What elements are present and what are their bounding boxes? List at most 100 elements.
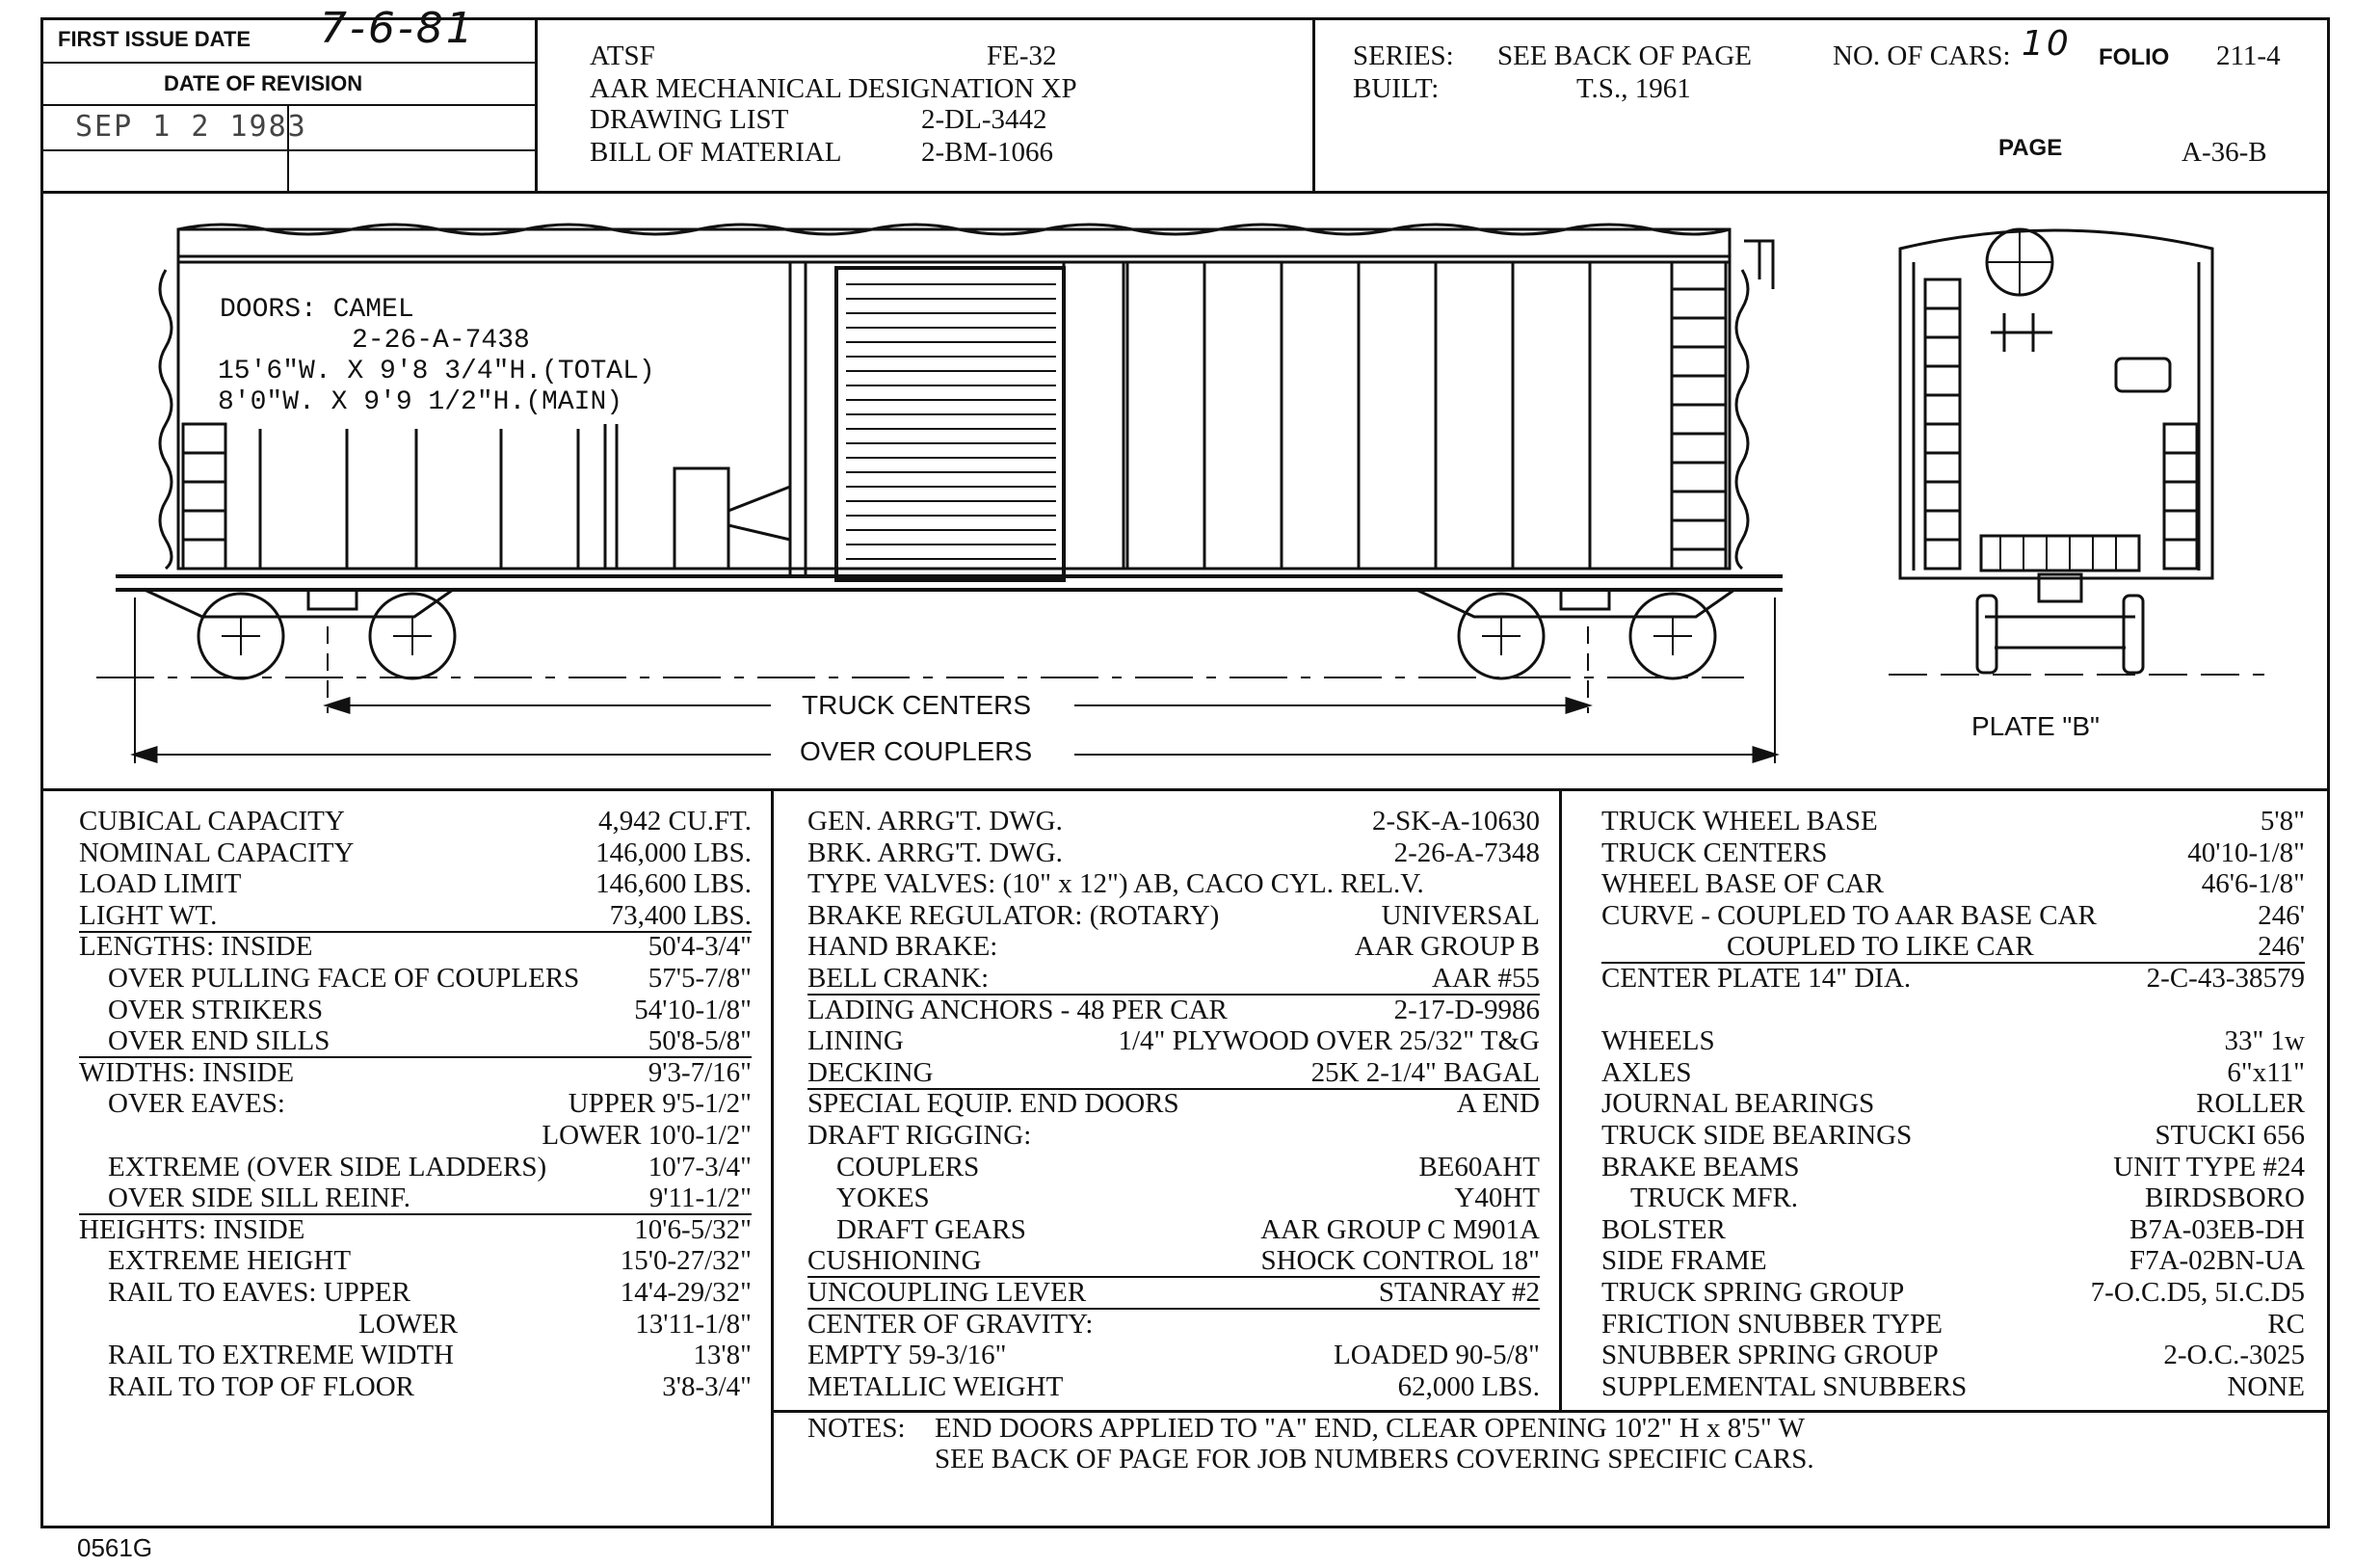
spec-value: UNIT TYPE #24 — [2113, 1151, 2305, 1182]
spec-label: TRUCK MFR. — [1630, 1182, 1799, 1214]
drawing-list-value: 2-DL-3442 — [921, 104, 1047, 135]
cars-label: NO. OF CARS: — [1833, 40, 2011, 71]
end-view — [1889, 227, 2264, 676]
cars-value: 10 — [2022, 24, 2072, 64]
spec-value: 3'8-3/4" — [662, 1370, 752, 1402]
spec-label: JOURNAL BEARINGS — [1601, 1088, 1875, 1120]
footer-code: 0561G — [77, 1533, 153, 1562]
spec-row: OVER SIDE SILL REINF.9'11-1/2" — [79, 1182, 752, 1216]
page-value: A-36-B — [2182, 137, 2267, 168]
revision-stamp: SEP 1 2 1983 — [75, 110, 307, 144]
spec-label: LADING ANCHORS - 48 PER CAR — [807, 994, 1228, 1025]
spec-label: SUPPLEMENTAL SNUBBERS — [1601, 1370, 1968, 1402]
header-divider-2 — [1312, 17, 1315, 192]
spec-label: HAND BRAKE: — [807, 931, 998, 963]
spec-value: LOWER 10'0-1/2" — [542, 1120, 752, 1151]
spec-label: OVER PULLING FACE OF COUPLERS — [108, 963, 580, 994]
table-divider-2 — [1559, 788, 1562, 1411]
spec-row: TRUCK SIDE BEARINGS STUCKI 656 — [1601, 1120, 2305, 1151]
spec-label: WIDTHS: INSIDE — [79, 1056, 295, 1088]
doors-total-size: 15'6"W. X 9'8 3/4"H.(TOTAL) — [218, 357, 655, 386]
spec-value: 73,400 LBS. — [609, 899, 752, 931]
spec-value: STUCKI 656 — [2155, 1120, 2305, 1151]
spec-value: 2-O.C.-3025 — [2163, 1340, 2305, 1371]
spec-label: LINING — [807, 1025, 904, 1057]
spec-label: CUBICAL CAPACITY — [79, 806, 345, 837]
spec-value: 7-O.C.D5, 5I.C.D5 — [2090, 1277, 2305, 1308]
folio-label: FOLIO — [2099, 44, 2170, 70]
header-bottom-rule — [40, 191, 2330, 194]
spec-value: 246' — [2258, 931, 2305, 963]
spec-label: BOLSTER — [1601, 1213, 1726, 1245]
spec-value: RC — [2267, 1308, 2305, 1340]
spec-value: 33" 1w — [2224, 1025, 2305, 1057]
spec-label: OVER SIDE SILL REINF. — [108, 1182, 410, 1214]
spec-value: AAR #55 — [1432, 963, 1540, 994]
spec-value: Y40HT — [1454, 1182, 1540, 1214]
spec-value: UNIVERSAL — [1381, 899, 1540, 931]
spec-value: B7A-03EB-DH — [2129, 1213, 2305, 1245]
spec-label: DECKING — [807, 1056, 934, 1088]
spec-label: LENGTHS: INSIDE — [79, 931, 313, 963]
built-label: BUILT: — [1353, 73, 1440, 104]
spec-row: SIDE FRAME F7A-02BN-UA — [1601, 1245, 2305, 1276]
spec-value: 5'8" — [2260, 806, 2305, 837]
spec-label: OVER END SILLS — [108, 1025, 331, 1057]
first-issue-label: FIRST ISSUE DATE — [58, 27, 251, 51]
spec-label: WHEELS — [1601, 1025, 1715, 1057]
spec-value: F7A-02BN-UA — [2129, 1245, 2305, 1277]
spec-label: SNUBBER SPRING GROUP — [1601, 1340, 1939, 1371]
spec-label: RAIL TO EXTREME WIDTH — [108, 1340, 454, 1371]
spec-value: 25K 2-1/4" BAGAL — [1310, 1056, 1540, 1088]
table-top-rule — [40, 788, 2330, 791]
spec-value: NONE — [2227, 1370, 2305, 1402]
spec-row: SUPPLEMENTAL SNUBBERS NONE — [1601, 1371, 2305, 1402]
side-view — [96, 223, 1783, 764]
spec-label: CENTER PLATE 14" DIA. — [1601, 963, 1912, 994]
spec-value: 14'4-29/32" — [620, 1277, 752, 1308]
spec-label: TRUCK CENTERS — [1601, 837, 1828, 868]
date-of-revision-label: DATE OF REVISION — [164, 71, 363, 95]
spec-label: LOWER — [358, 1308, 459, 1340]
header-divider-1 — [535, 17, 538, 192]
spec-label: BRK. ARRG'T. DWG. — [807, 837, 1063, 868]
spec-label: EXTREME HEIGHT — [108, 1245, 352, 1277]
spec-label: CUSHIONING — [807, 1245, 982, 1277]
spec-label: UNCOUPLING LEVER — [807, 1277, 1087, 1308]
spec-value: STANRAY #2 — [1378, 1277, 1540, 1308]
spec-label: TRUCK SIDE BEARINGS — [1601, 1120, 1913, 1151]
spec-label: EMPTY 59-3/16" — [807, 1340, 1007, 1371]
spec-label: SIDE FRAME — [1601, 1245, 1767, 1277]
first-issue-date: 7-6-81 — [320, 4, 476, 53]
spec-value: 6"x11" — [2227, 1056, 2305, 1088]
spec-label: HEIGHTS: INSIDE — [79, 1213, 305, 1245]
folio-value: 211-4 — [2216, 40, 2281, 71]
spec-row: EMPTY 59-3/16"LOADED 90-5/8" — [807, 1340, 1540, 1370]
class-code: FE-32 — [987, 40, 1057, 71]
series-label: SERIES: — [1353, 40, 1454, 71]
spec-label: AXLES — [1601, 1056, 1692, 1088]
spec-row: TYPE VALVES: (10" x 12") AB, CACO CYL. R… — [807, 868, 1540, 899]
spec-label: WHEEL BASE OF CAR — [1601, 868, 1884, 900]
issue-rule — [40, 62, 536, 64]
revision-cell-divider — [287, 104, 289, 192]
spec-label: DRAFT GEARS — [836, 1213, 1026, 1245]
spec-label: LIGHT WT. — [79, 899, 218, 931]
notes-label: NOTES: — [807, 1413, 906, 1444]
spec-row: LOWER 10'0-1/2" — [79, 1120, 752, 1151]
spec-label: GEN. ARRG'T. DWG. — [807, 806, 1063, 837]
